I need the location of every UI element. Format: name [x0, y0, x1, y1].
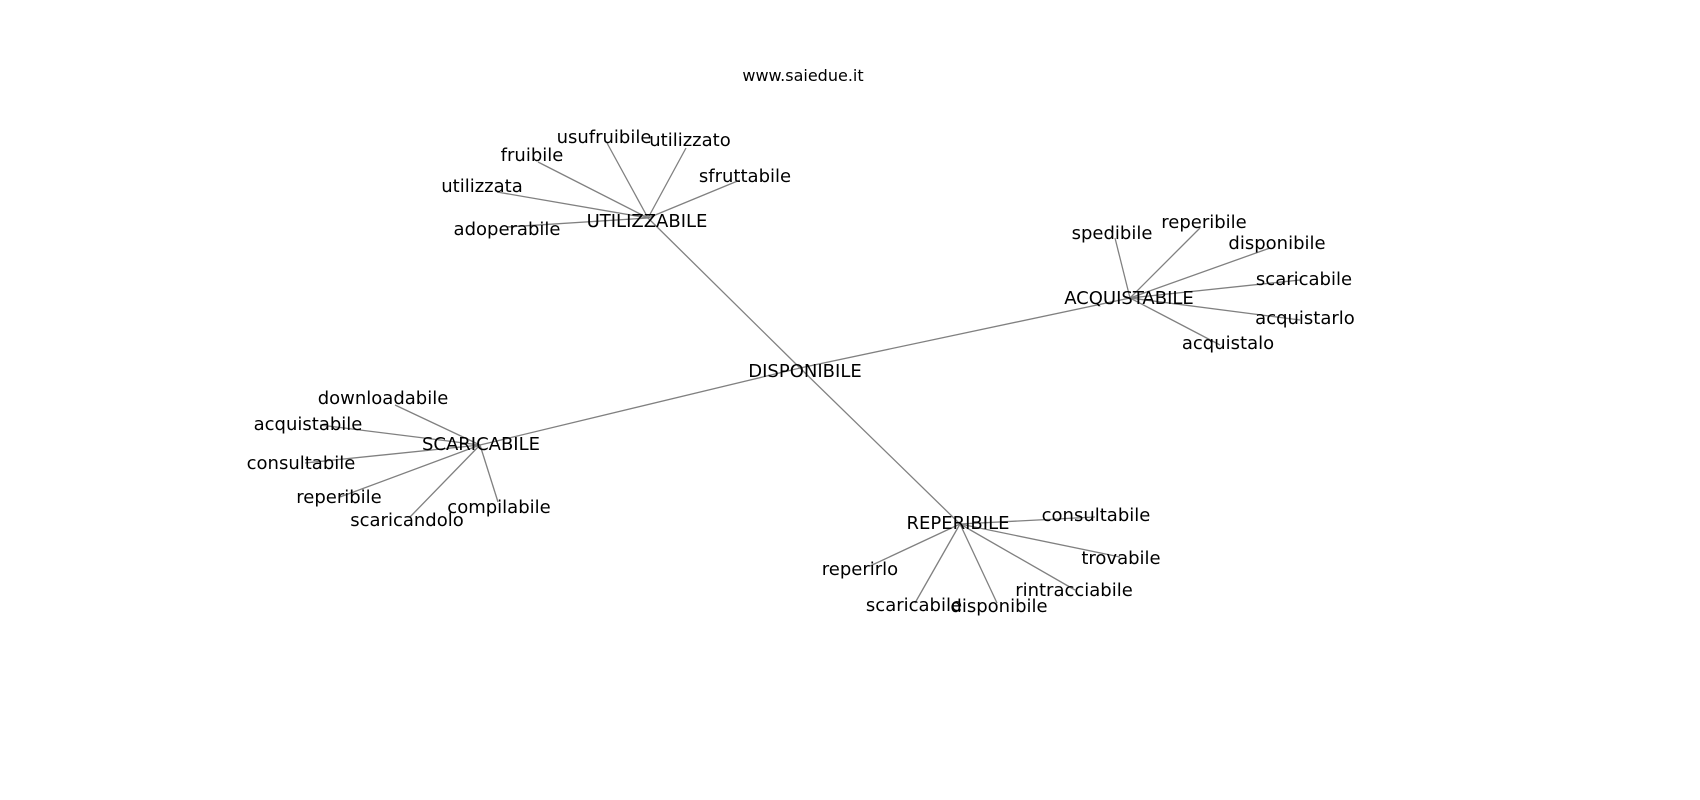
watermark-title: www.saiedue.it: [742, 66, 863, 85]
leaf-node-label: compilabile: [447, 497, 550, 518]
leaf-node-label: acquistabile: [254, 414, 363, 435]
edge-hub-to-leaf: [537, 161, 649, 219]
leaf-node-label: trovabile: [1081, 548, 1160, 569]
edge-hub-to-leaf: [1129, 279, 1301, 299]
hub-node-label: UTILIZZABILE: [587, 211, 708, 232]
edge-root-to-hub: [799, 297, 1131, 369]
edge-hub-to-leaf: [339, 444, 481, 498]
leaf-node-label: acquistarlo: [1255, 308, 1355, 329]
edge-hub-to-leaf: [1129, 247, 1271, 299]
edge-hub-to-leaf: [319, 424, 481, 446]
leaf-node-label: adoperabile: [454, 219, 561, 240]
edge-hub-to-leaf: [496, 191, 649, 219]
leaf-node-label: reperibile: [296, 487, 381, 508]
edge-hub-to-leaf: [394, 404, 481, 446]
leaf-node-label: scaricandolo: [350, 510, 464, 531]
edge-hub-to-leaf: [304, 444, 481, 464]
edge-hub-to-leaf: [1129, 297, 1301, 321]
leaf-node-label: disponibile: [950, 596, 1047, 617]
nodes: DISPONIBILEUTILIZZABILEusufruibileutiliz…: [247, 127, 1355, 617]
edge-hub-to-leaf: [1129, 297, 1221, 346]
leaf-node-label: usufruibile: [557, 127, 652, 148]
edge-hub-to-leaf: [959, 523, 1121, 558]
edge-hub-to-leaf: [506, 217, 649, 228]
edge-hub-to-leaf: [869, 523, 961, 567]
leaf-node-label: scaricabile: [866, 595, 962, 616]
leaf-node-label: spedibile: [1072, 223, 1153, 244]
edge-hub-to-leaf: [647, 179, 741, 219]
leaf-node-label: downloadabile: [318, 388, 449, 409]
leaf-node-label: disponibile: [1228, 233, 1325, 254]
edge-hub-to-leaf: [606, 142, 649, 219]
root-node-label: DISPONIBILE: [748, 361, 861, 382]
edge-hub-to-leaf: [959, 516, 1096, 525]
hub-node-label: SCARICABILE: [422, 434, 540, 455]
edge-hub-to-leaf: [959, 523, 1076, 591]
leaf-node-label: scaricabile: [1256, 269, 1352, 290]
leaf-node-label: consultabile: [1042, 505, 1151, 526]
leaf-node-label: consultabile: [247, 453, 356, 474]
edge-hub-to-leaf: [959, 523, 998, 604]
leaf-node-label: utilizzato: [649, 130, 730, 151]
edge-hub-to-leaf: [1114, 237, 1131, 299]
hub-node-label: REPERIBILE: [907, 513, 1010, 534]
edge-root-to-hub: [647, 217, 801, 369]
leaf-node-label: utilizzata: [441, 176, 522, 197]
edge-hub-to-leaf: [647, 147, 687, 219]
leaf-node-label: sfruttabile: [699, 166, 791, 187]
leaf-node-label: fruibile: [501, 145, 564, 166]
leaf-node-label: reperirlo: [822, 559, 898, 580]
edge-hub-to-leaf: [409, 444, 481, 518]
leaf-node-label: acquistalo: [1182, 333, 1274, 354]
edges: [304, 142, 1301, 604]
leaf-node-label: reperibile: [1161, 212, 1246, 233]
edge-hub-to-leaf: [914, 523, 961, 604]
hub-node-label: ACQUISTABILE: [1064, 288, 1194, 309]
edge-root-to-hub: [799, 367, 961, 525]
leaf-node-label: rintracciabile: [1015, 580, 1133, 601]
edge-root-to-hub: [479, 367, 801, 446]
edge-hub-to-leaf: [479, 444, 499, 503]
edge-hub-to-leaf: [1129, 227, 1201, 299]
